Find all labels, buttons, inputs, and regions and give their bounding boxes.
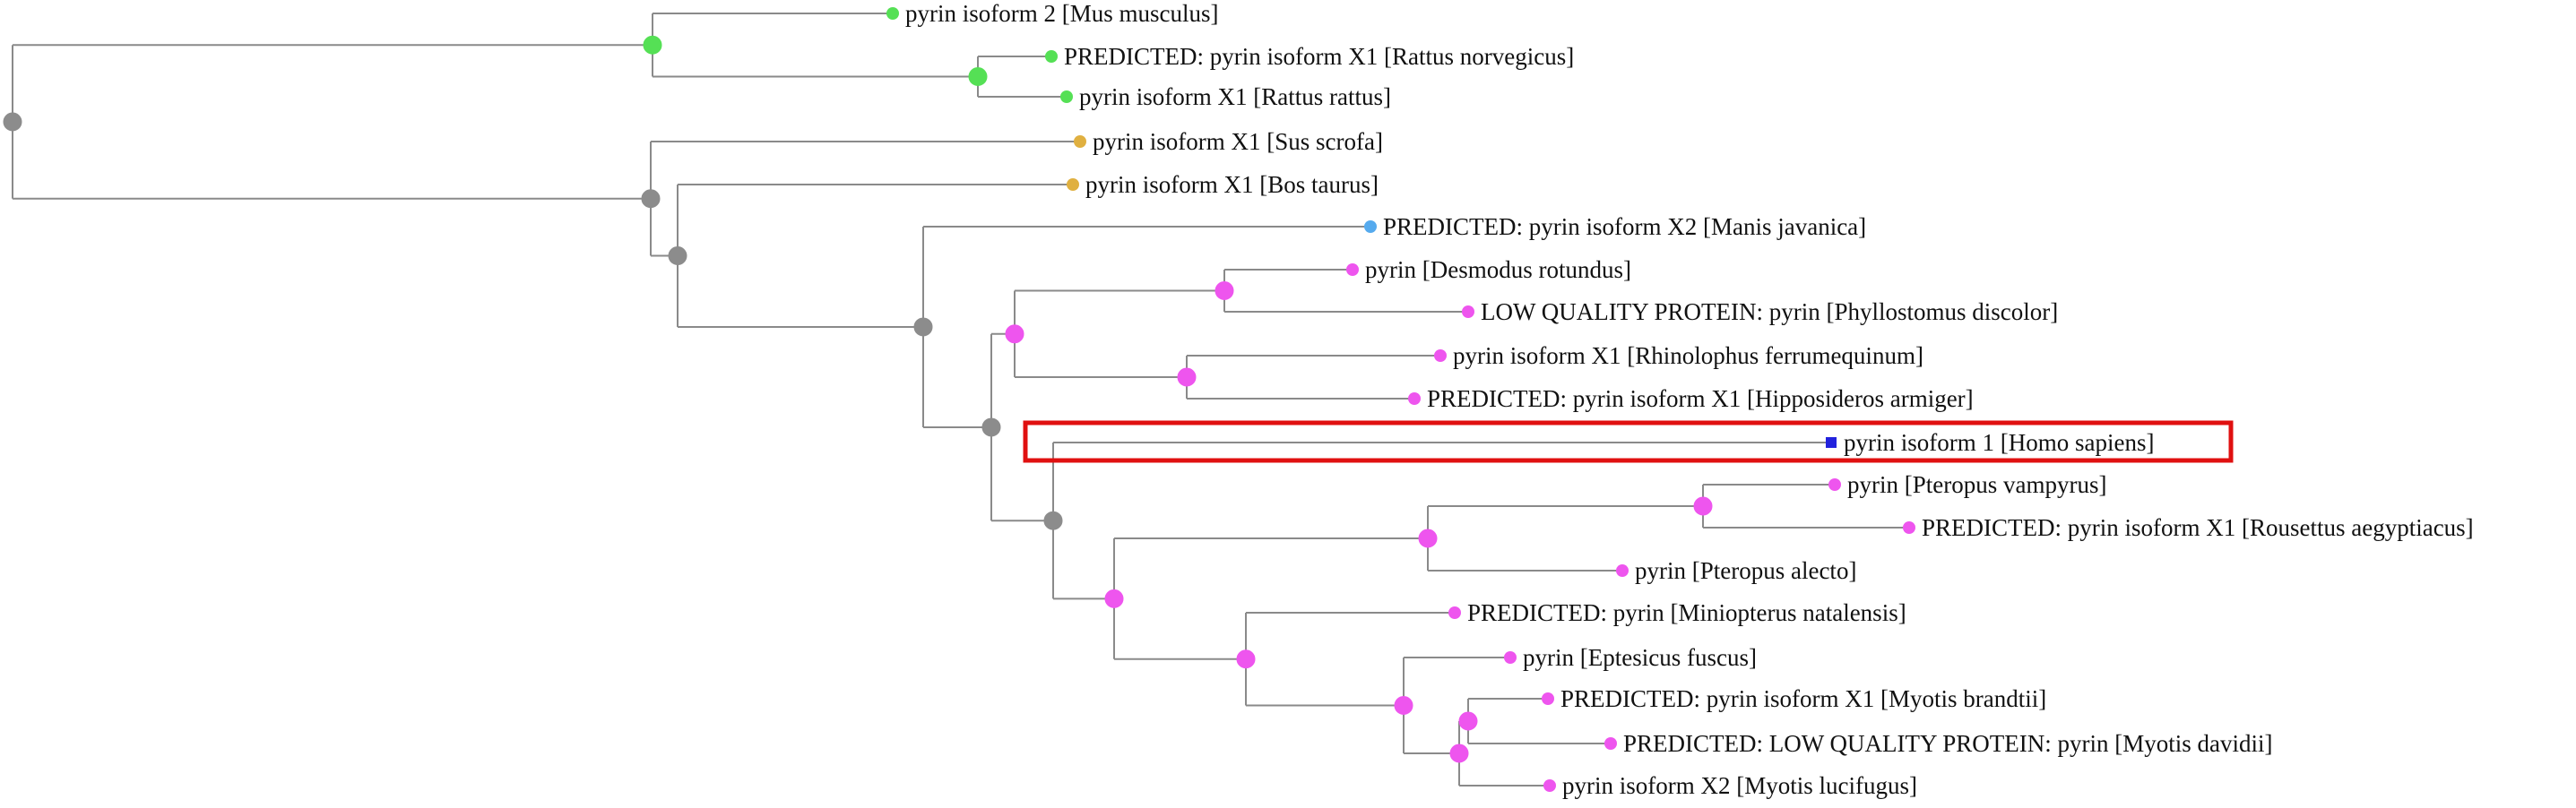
internal-node-marker[interactable] <box>1215 281 1234 300</box>
leaf-node[interactable]: pyrin isoform X1 [Sus scrofa] <box>1074 128 1383 155</box>
leaf-label[interactable]: PREDICTED: pyrin isoform X1 [Hipposidero… <box>1427 385 1974 412</box>
leaf-node[interactable]: pyrin isoform X2 [Myotis lucifugus] <box>1543 772 1917 799</box>
leaf-marker-dot[interactable] <box>1067 178 1079 191</box>
internal-node-marker[interactable] <box>981 417 1001 437</box>
leaf-label[interactable]: pyrin isoform 1 [Homo sapiens] <box>1844 429 2154 456</box>
leaf-marker-dot[interactable] <box>1074 135 1086 148</box>
leaf-label[interactable]: pyrin isoform X1 [Sus scrofa] <box>1093 128 1383 155</box>
leaf-node[interactable]: pyrin isoform 1 [Homo sapiens] <box>1826 429 2154 456</box>
highlight-box <box>1023 420 2234 463</box>
leaf-marker-square[interactable] <box>1826 437 1837 448</box>
leaf-node[interactable]: pyrin [Eptesicus fuscus] <box>1504 644 1757 671</box>
leaf-marker-dot[interactable] <box>1903 521 1915 534</box>
leaf-marker-dot[interactable] <box>1504 651 1517 664</box>
leaf-marker-dot[interactable] <box>1434 349 1447 362</box>
internal-node-marker[interactable] <box>1418 529 1438 548</box>
internal-node-marker[interactable] <box>968 67 988 86</box>
internal-node-marker[interactable] <box>1104 589 1124 608</box>
leaf-label[interactable]: pyrin isoform X1 [Rhinolophus ferrumequi… <box>1453 342 1923 369</box>
leaf-label[interactable]: pyrin [Pteropus alecto] <box>1635 557 1856 584</box>
leaf-label[interactable]: PREDICTED: pyrin isoform X1 [Rousettus a… <box>1922 514 2474 541</box>
leaf-node[interactable]: pyrin isoform X1 [Rhinolophus ferrumequi… <box>1434 342 1923 369</box>
leaf-node[interactable]: PREDICTED: pyrin isoform X1 [Hipposidero… <box>1408 385 1974 412</box>
internal-node-marker[interactable] <box>1005 324 1024 344</box>
internal-node-marker[interactable] <box>913 317 933 337</box>
internal-node-marker[interactable] <box>1236 649 1256 669</box>
leaf-marker-dot[interactable] <box>886 7 899 20</box>
leaf-label[interactable]: PREDICTED: pyrin [Miniopterus natalensis… <box>1467 599 1906 626</box>
leaf-label[interactable]: pyrin [Desmodus rotundus] <box>1365 256 1631 283</box>
internal-node-marker[interactable] <box>641 189 661 209</box>
internal-node-markers <box>3 35 1713 763</box>
leaf-label[interactable]: PREDICTED: LOW QUALITY PROTEIN: pyrin [M… <box>1623 730 2272 757</box>
leaf-label[interactable]: pyrin [Eptesicus fuscus] <box>1523 644 1757 671</box>
internal-node-marker[interactable] <box>1693 496 1713 516</box>
leaf-marker-dot[interactable] <box>1448 606 1461 619</box>
leaf-node[interactable]: LOW QUALITY PROTEIN: pyrin [Phyllostomus… <box>1462 298 2058 325</box>
leaf-label[interactable]: pyrin isoform X2 [Myotis lucifugus] <box>1562 772 1917 799</box>
leaf-marker-dot[interactable] <box>1542 692 1554 705</box>
leaf-node[interactable]: PREDICTED: pyrin isoform X2 [Manis javan… <box>1364 213 1866 240</box>
leaf-marker-dot[interactable] <box>1364 220 1377 233</box>
leaf-label[interactable]: PREDICTED: pyrin isoform X2 [Manis javan… <box>1383 213 1866 240</box>
leaf-marker-dot[interactable] <box>1408 392 1421 405</box>
leaf-label[interactable]: pyrin [Pteropus vampyrus] <box>1847 471 2106 498</box>
leaf-node[interactable]: pyrin [Pteropus alecto] <box>1616 557 1856 584</box>
leaf-node[interactable]: PREDICTED: pyrin isoform X1 [Myotis bran… <box>1542 685 2046 712</box>
leaf-label[interactable]: PREDICTED: pyrin isoform X1 [Rattus norv… <box>1064 43 1574 70</box>
leaf-marker-dot[interactable] <box>1060 90 1073 103</box>
leaf-node[interactable]: pyrin isoform 2 [Mus musculus] <box>886 0 1218 27</box>
internal-node-marker[interactable] <box>1449 744 1469 763</box>
internal-node-marker[interactable] <box>3 112 22 132</box>
internal-node-marker[interactable] <box>1394 696 1413 715</box>
leaf-marker-dot[interactable] <box>1045 50 1058 63</box>
leaf-node[interactable]: pyrin isoform X1 [Rattus rattus] <box>1060 83 1391 110</box>
leaf-marker-dot[interactable] <box>1543 779 1556 792</box>
leaf-marker-dot[interactable] <box>1346 263 1359 276</box>
leaf-nodes: pyrin isoform 2 [Mus musculus] PREDICTED:… <box>886 0 2474 799</box>
leaf-label[interactable]: pyrin isoform X1 [Rattus rattus] <box>1079 83 1391 110</box>
leaf-node[interactable]: PREDICTED: LOW QUALITY PROTEIN: pyrin [M… <box>1604 730 2272 757</box>
leaf-node[interactable]: PREDICTED: pyrin isoform X1 [Rousettus a… <box>1903 514 2474 541</box>
internal-node-marker[interactable] <box>1458 711 1478 731</box>
leaf-marker-dot[interactable] <box>1828 478 1841 491</box>
leaf-node[interactable]: pyrin [Pteropus vampyrus] <box>1828 471 2106 498</box>
leaf-label[interactable]: pyrin isoform 2 [Mus musculus] <box>905 0 1218 27</box>
leaf-label[interactable]: PREDICTED: pyrin isoform X1 [Myotis bran… <box>1560 685 2046 712</box>
internal-node-marker[interactable] <box>643 35 662 55</box>
leaf-label[interactable]: LOW QUALITY PROTEIN: pyrin [Phyllostomus… <box>1481 298 2058 325</box>
internal-node-marker[interactable] <box>668 245 687 265</box>
leaf-marker-dot[interactable] <box>1604 737 1617 750</box>
leaf-node[interactable]: PREDICTED: pyrin [Miniopterus natalensis… <box>1448 599 1906 626</box>
leaf-node[interactable]: pyrin isoform X1 [Bos taurus] <box>1067 171 1379 198</box>
leaf-marker-dot[interactable] <box>1462 305 1474 318</box>
internal-node-marker[interactable] <box>1043 511 1063 530</box>
leaf-label[interactable]: pyrin isoform X1 [Bos taurus] <box>1085 171 1379 198</box>
leaf-node[interactable]: pyrin [Desmodus rotundus] <box>1346 256 1631 283</box>
internal-node-marker[interactable] <box>1177 367 1197 387</box>
leaf-marker-dot[interactable] <box>1616 564 1629 577</box>
leaf-node[interactable]: PREDICTED: pyrin isoform X1 [Rattus norv… <box>1045 43 1574 70</box>
